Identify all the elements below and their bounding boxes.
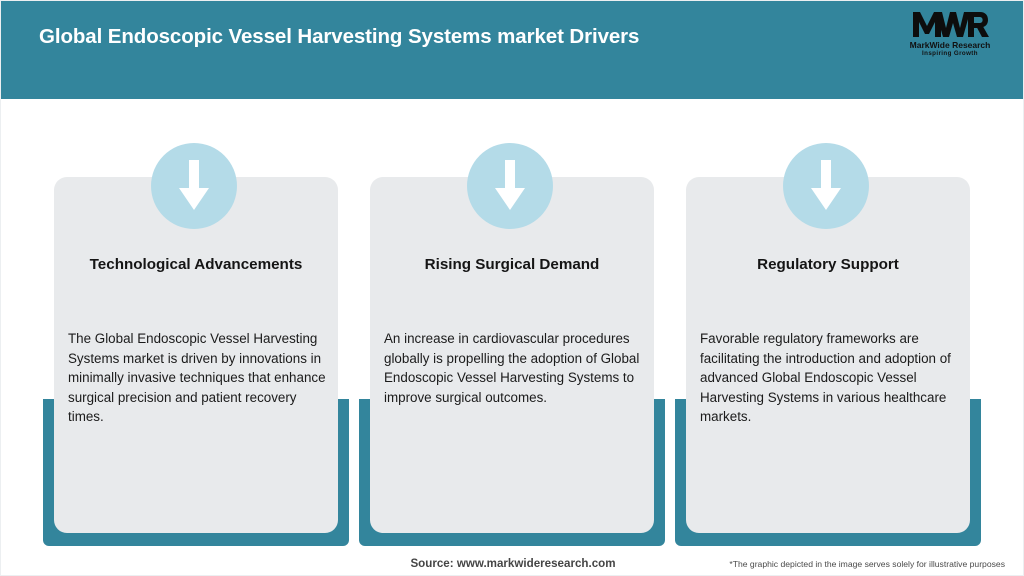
driver-card-1[interactable]: Technological Advancements The Global En… xyxy=(43,143,349,547)
header-bar xyxy=(1,1,1023,99)
page-title: Global Endoscopic Vessel Harvesting Syst… xyxy=(39,25,640,48)
down-arrow-icon xyxy=(151,143,237,229)
card-body-text: Favorable regulatory frameworks are faci… xyxy=(700,331,951,425)
down-arrow-glyph xyxy=(179,160,209,210)
down-arrow-glyph xyxy=(495,160,525,210)
down-arrow-icon xyxy=(467,143,553,229)
down-arrow-icon xyxy=(783,143,869,229)
mwr-logo-icon xyxy=(913,12,989,37)
card-surface: Rising Surgical Demand An increase in ca… xyxy=(370,177,654,533)
card-body-text: An increase in cardiovascular procedures… xyxy=(384,331,640,405)
card-title: Technological Advancements xyxy=(89,256,303,273)
card-title: Rising Surgical Demand xyxy=(424,256,600,273)
down-arrow-glyph xyxy=(811,160,841,210)
brand-logo: MarkWide Research Inspiring Growth xyxy=(899,9,1001,65)
card-title: Regulatory Support xyxy=(757,256,899,273)
driver-card-2[interactable]: Rising Surgical Demand An increase in ca… xyxy=(359,143,665,547)
card-surface: Regulatory Support Favorable regulatory … xyxy=(686,177,970,533)
logo-tagline: Inspiring Growth xyxy=(922,50,978,57)
source-label: Source: www.markwideresearch.com xyxy=(410,557,616,570)
logo-company-name: MarkWide Research xyxy=(909,40,991,50)
card-surface: Technological Advancements The Global En… xyxy=(54,177,338,533)
driver-card-3[interactable]: Regulatory Support Favorable regulatory … xyxy=(675,143,981,547)
disclaimer-note: *The graphic depicted in the image serve… xyxy=(729,559,1005,569)
card-body-text: The Global Endoscopic Vessel Harvesting … xyxy=(68,331,326,425)
